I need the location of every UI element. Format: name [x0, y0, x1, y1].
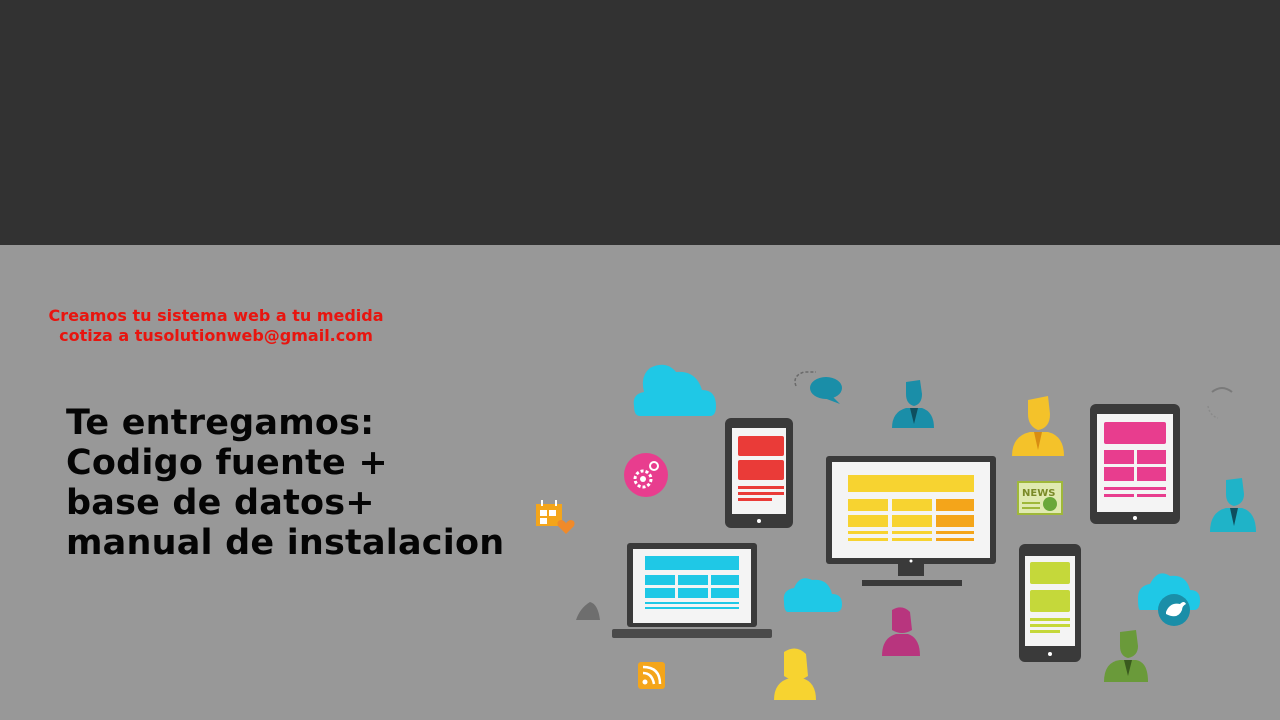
businesswoman-icon — [882, 607, 920, 656]
tablet-pink-icon — [1090, 404, 1180, 524]
laptop-icon — [612, 543, 772, 638]
deliverables-heading: Te entregamos: Codigo fuente + base de d… — [66, 403, 504, 563]
businessman-icon — [1210, 478, 1256, 532]
promo-text: Creamos tu sistema web a tu medida cotiz… — [40, 306, 392, 346]
businessman-icon — [1012, 396, 1064, 456]
rss-icon — [638, 662, 665, 689]
news-icon: NEWS — [1017, 481, 1063, 515]
deliverables-line-1: Te entregamos: — [66, 403, 375, 443]
deliverables-line-2: Codigo fuente + — [66, 443, 388, 483]
promo-line-1: Creamos tu sistema web a tu medida — [48, 306, 384, 325]
news-label: NEWS — [1022, 488, 1055, 499]
phone-lime-icon — [1019, 544, 1081, 662]
settings-gear-icon — [624, 453, 668, 497]
businessman-icon — [1104, 630, 1148, 682]
signal-icon — [1207, 387, 1233, 419]
cloud-icon — [783, 578, 842, 612]
phone-red-icon — [725, 418, 793, 528]
deliverables-line-4: manual de instalacion — [66, 523, 505, 563]
mountain-icon — [560, 602, 600, 620]
top-dark-band — [0, 0, 1280, 245]
businessman-icon — [892, 380, 934, 428]
businesswoman-icon — [774, 648, 816, 700]
deliverables-line-3: base de datos+ — [66, 483, 375, 523]
social-cloud-icon — [1138, 573, 1200, 626]
promo-email-line: cotiza a tusolutionweb@gmail.com — [59, 326, 373, 345]
cloud-icon — [633, 364, 716, 416]
chat-bubble-icon — [794, 371, 842, 404]
desktop-monitor-icon — [826, 456, 996, 586]
calendar-heart-icon — [536, 500, 575, 534]
